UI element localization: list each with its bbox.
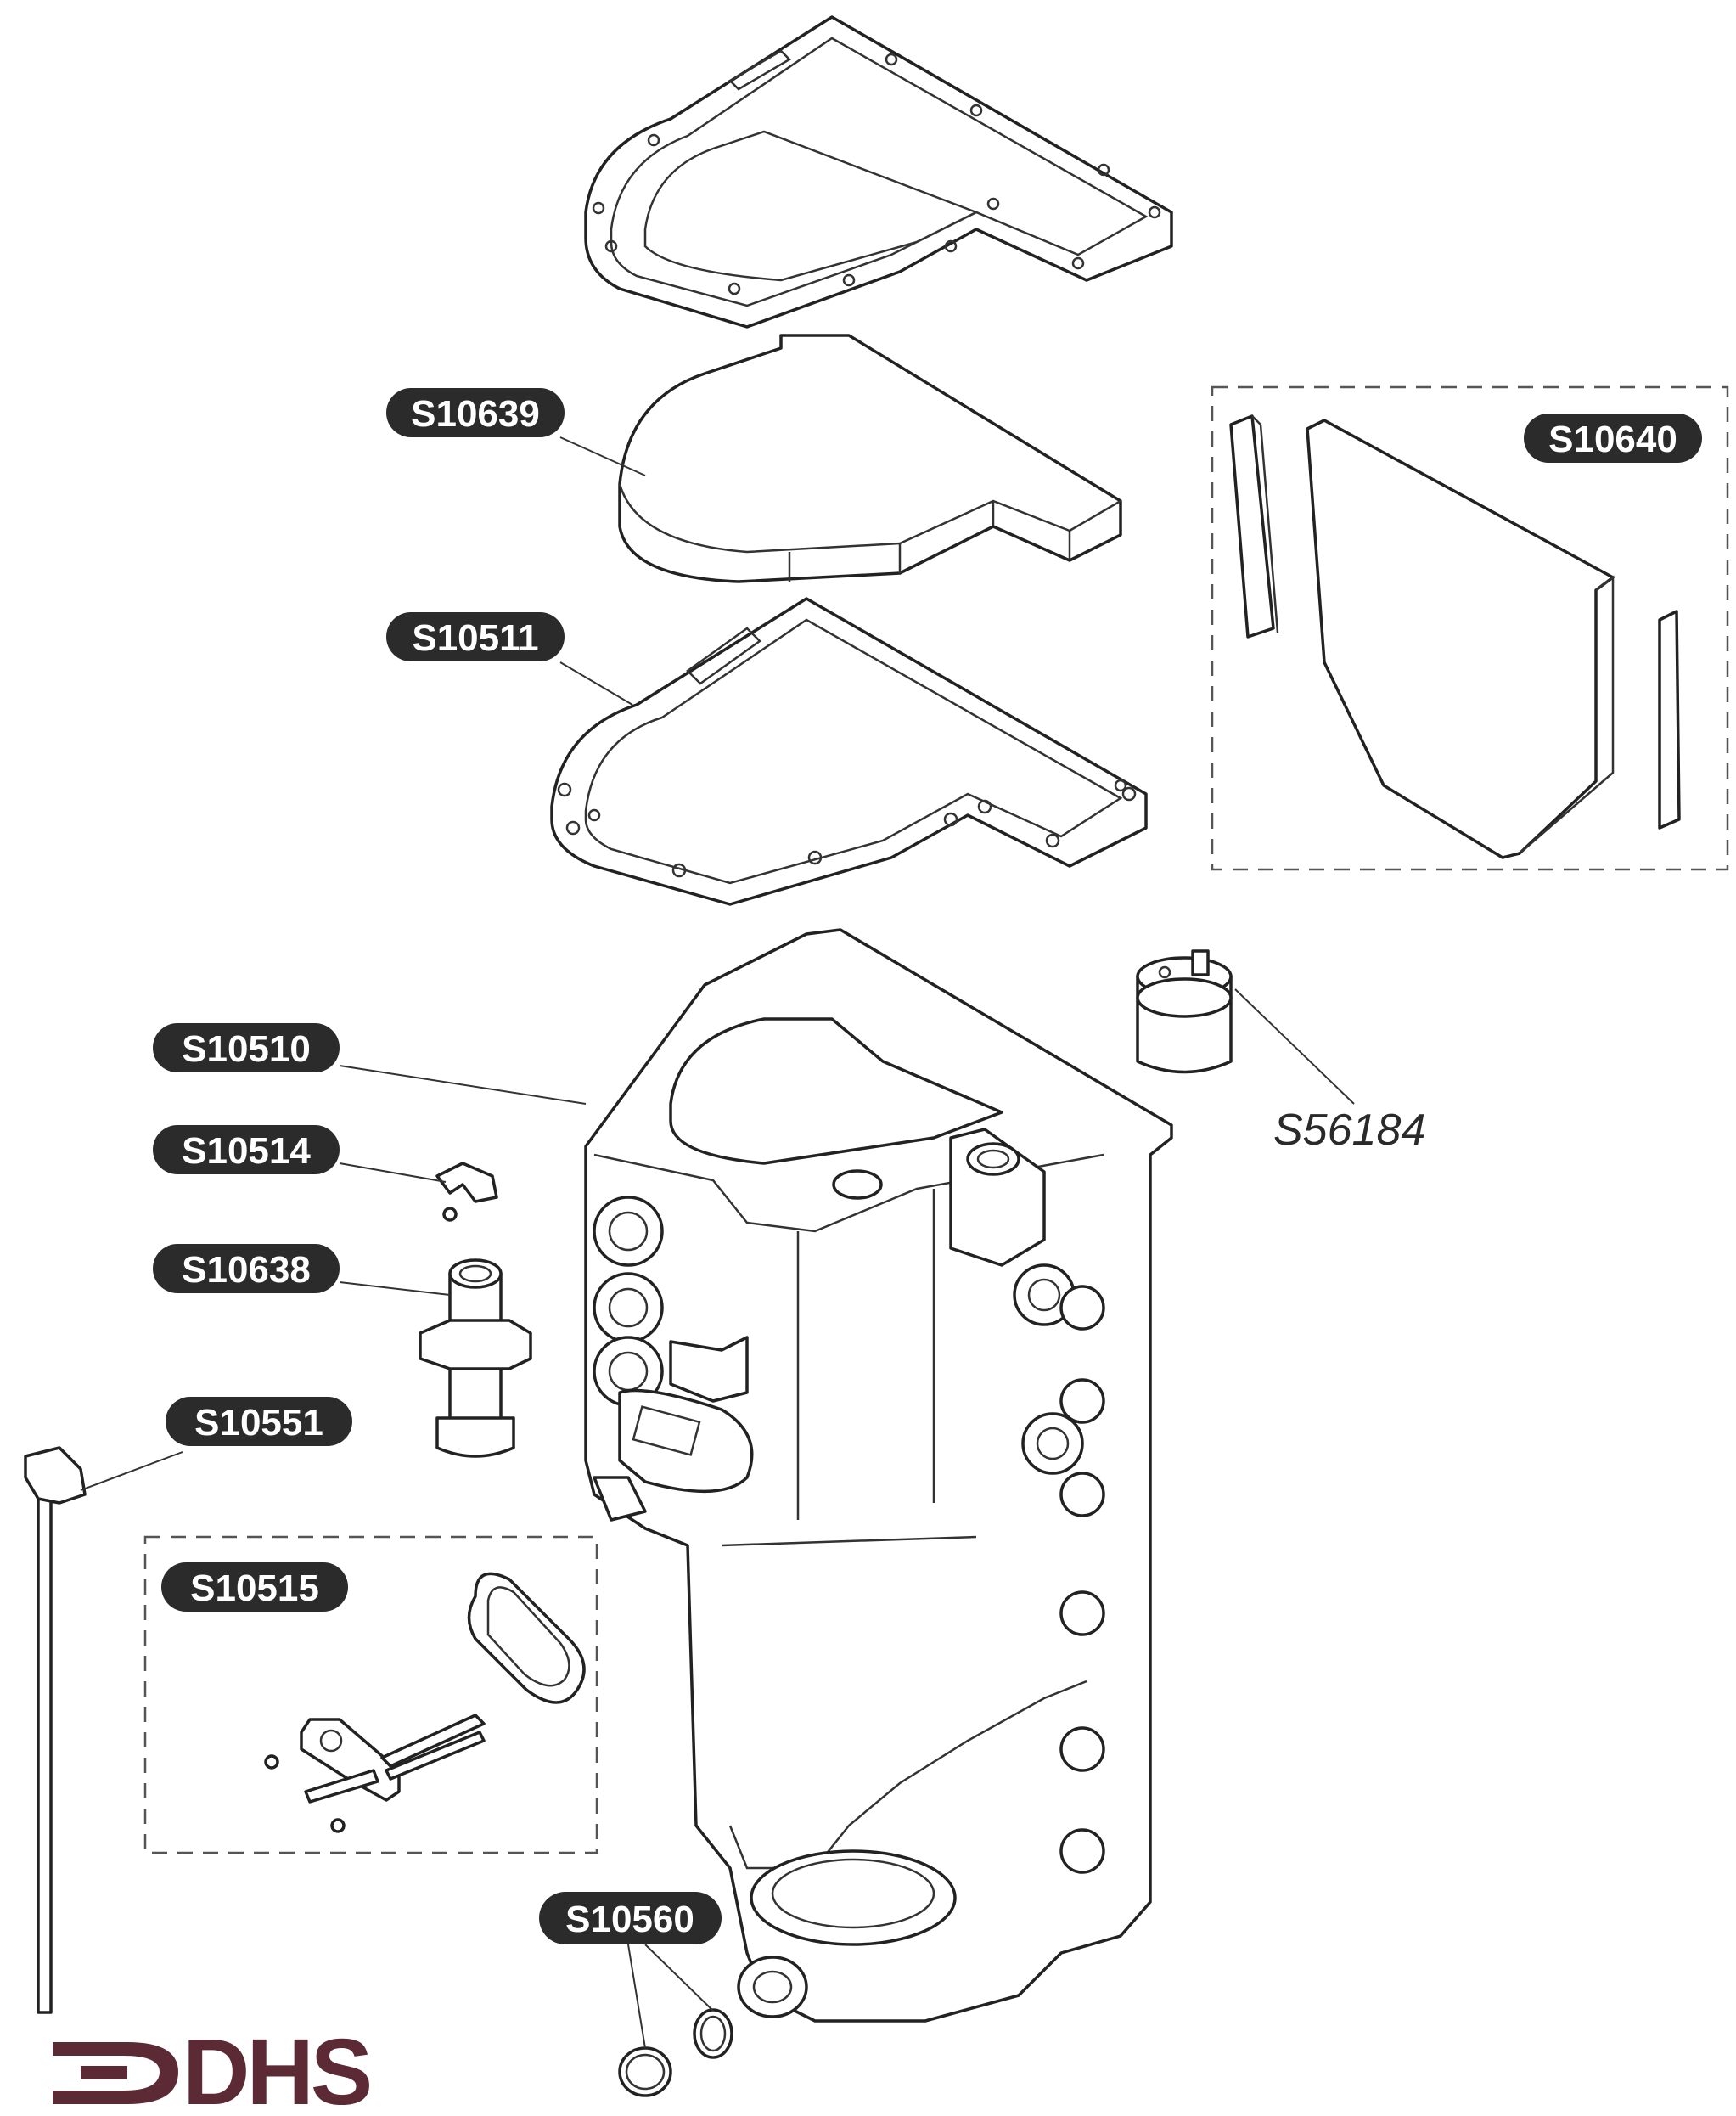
label-pill-S10514: S10514: [153, 1125, 340, 1174]
label-pill-S10551: S10551: [166, 1397, 352, 1446]
drain-cap-drawing: [618, 2008, 733, 2097]
electrode-kit-drawing: [143, 1535, 598, 1854]
refractory-panel-set-drawing: [1211, 385, 1729, 871]
dhs-logo-text: DHS: [183, 2020, 370, 2116]
svg-text:S10638: S10638: [182, 1249, 311, 1291]
label-S56184: S56184: [1273, 1106, 1425, 1155]
svg-text:S10511: S10511: [412, 617, 538, 659]
svg-text:S10551: S10551: [194, 1402, 323, 1443]
label-pill-S10640: S10640: [1524, 414, 1702, 463]
label-pill-S10511: S10511: [386, 612, 565, 661]
label-pill-S10638: S10638: [153, 1244, 340, 1293]
top-cover-drawing: [584, 15, 1173, 329]
svg-text:S10639: S10639: [411, 393, 540, 435]
svg-text:S10515: S10515: [190, 1567, 319, 1609]
insulation-slab-drawing: [618, 334, 1122, 583]
probe-rod-drawing: [24, 1446, 87, 2014]
svg-text:S10510: S10510: [182, 1028, 311, 1070]
label-pill-S10510: S10510: [153, 1023, 340, 1072]
leader-lines: [80, 436, 1355, 2049]
label-pill-S10639: S10639: [386, 388, 565, 437]
svg-text:S10640: S10640: [1548, 419, 1677, 460]
svg-text:S10560: S10560: [565, 1899, 694, 1940]
label-pill-S10560: S10560: [539, 1892, 722, 1944]
bracket-clip-drawing: [435, 1162, 498, 1222]
main-housing-drawing: [584, 928, 1173, 2023]
gasket-drawing: [550, 597, 1148, 906]
dhs-logo: DHS: [53, 2020, 374, 2116]
label-pill-S10515: S10515: [161, 1562, 348, 1612]
svg-text:S10514: S10514: [182, 1130, 311, 1172]
dhs-logo-mark: [53, 2042, 178, 2104]
threaded-bushing-drawing: [419, 1258, 532, 1458]
air-vent-drawing: [1136, 949, 1233, 1074]
